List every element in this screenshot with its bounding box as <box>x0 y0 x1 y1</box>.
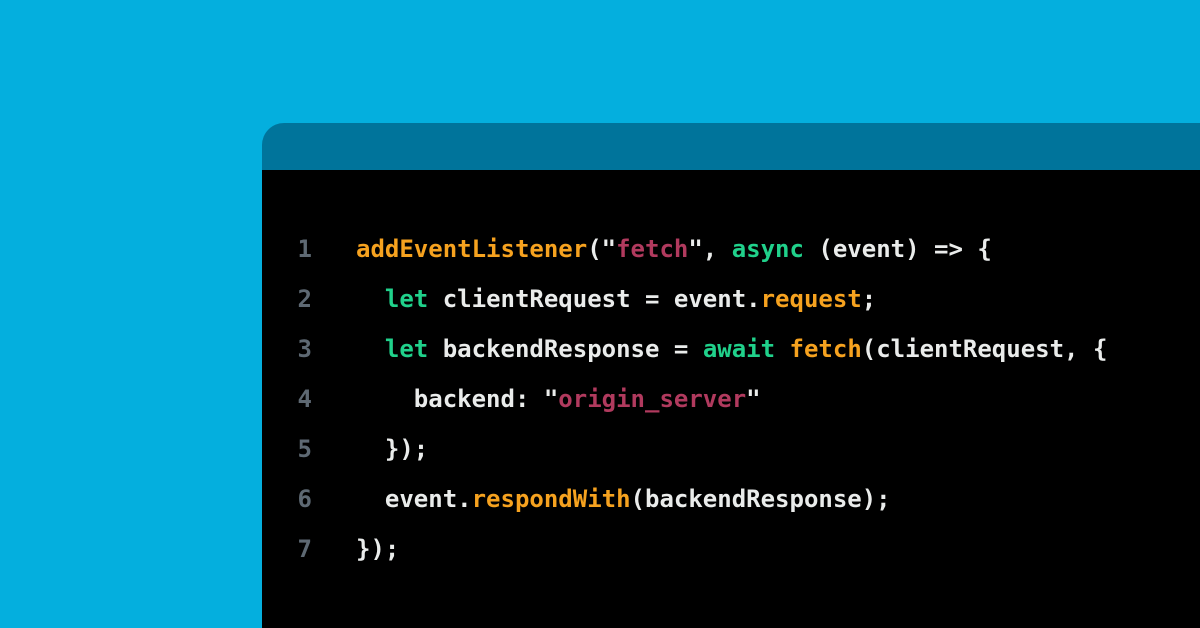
token-plain: backend: " <box>356 385 559 413</box>
code-line: 6 event.respondWith(backendResponse); <box>262 474 1200 524</box>
token-keyword: let <box>384 285 429 313</box>
token-plain <box>775 335 789 363</box>
code-text: backend: "origin_server" <box>356 374 761 424</box>
line-number: 5 <box>297 435 312 463</box>
token-string: fetch <box>616 235 689 263</box>
line-number: 7 <box>297 535 312 563</box>
token-plain: ; <box>861 285 877 313</box>
token-plain: " <box>746 385 761 413</box>
token-plain: }); <box>356 535 400 563</box>
token-string: origin_server <box>558 385 747 413</box>
token-keyword: let <box>384 335 429 363</box>
line-number: 3 <box>297 335 312 363</box>
code-line: 3 let backendResponse = await fetch(clie… <box>262 324 1200 374</box>
line-number: 6 <box>297 485 312 513</box>
code-text: addEventListener("fetch", async (event) … <box>356 224 992 274</box>
token-plain: (backendResponse); <box>630 485 891 513</box>
line-number: 1 <box>297 235 312 263</box>
window-titlebar[interactable] <box>262 123 1200 170</box>
token-function: request <box>760 285 862 313</box>
token-plain <box>356 335 385 363</box>
token-function: fetch <box>789 335 862 363</box>
code-text: let clientRequest = event.request; <box>356 274 876 324</box>
code-line: 5 }); <box>262 424 1200 474</box>
token-plain: }); <box>356 435 429 463</box>
token-function: respondWith <box>471 485 631 513</box>
line-number: 2 <box>297 285 312 313</box>
code-line: 4 backend: "origin_server" <box>262 374 1200 424</box>
token-keyword: async <box>731 235 804 263</box>
code-line: 1 addEventListener("fetch", async (event)… <box>262 224 1200 274</box>
token-plain: (event) => { <box>803 235 992 263</box>
code-line: 2 let clientRequest = event.request; <box>262 274 1200 324</box>
token-plain: event. <box>356 485 472 513</box>
token-plain: backendResponse = <box>428 335 703 363</box>
token-keyword: await <box>702 335 776 363</box>
code-text: }); <box>356 524 399 574</box>
token-plain <box>356 285 385 313</box>
code-text: }); <box>356 424 428 474</box>
token-function: addEventListener <box>356 235 588 263</box>
line-number: 4 <box>297 385 312 413</box>
token-plain: (" <box>587 235 617 263</box>
token-plain: (clientRequest, { <box>861 335 1108 363</box>
code-line: 7}); <box>262 524 1200 574</box>
token-plain: ", <box>688 235 732 263</box>
code-text: event.respondWith(backendResponse); <box>356 474 891 524</box>
code-text: let backendResponse = await fetch(client… <box>356 324 1108 374</box>
token-plain: clientRequest = event. <box>428 285 761 313</box>
